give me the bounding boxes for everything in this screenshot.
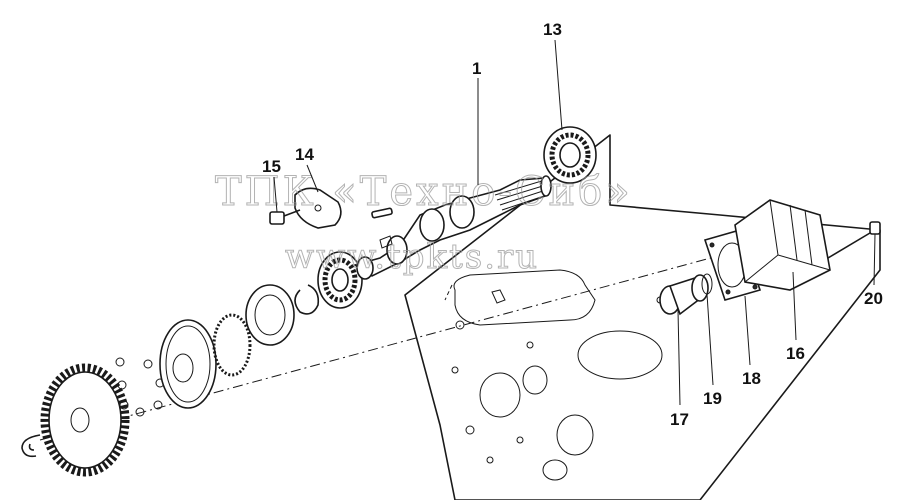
retainer-plate	[294, 187, 342, 229]
callout-1: 1	[472, 59, 481, 78]
callout-19: 19	[703, 389, 722, 408]
bearing-13	[543, 126, 597, 184]
callout-14: 14	[295, 145, 314, 164]
watermark-company: ТПК «Техно-Сиб»	[215, 169, 633, 215]
bolt-20	[827, 221, 881, 259]
camshaft	[353, 175, 552, 280]
callout-20: 20	[864, 289, 883, 308]
callout-13: 13	[543, 20, 562, 39]
needle-ring	[212, 313, 252, 377]
bearing-left	[317, 251, 363, 309]
callout-16: 16	[786, 344, 805, 363]
key	[371, 207, 393, 219]
housing-plate	[404, 134, 881, 500]
seal-ring	[245, 284, 295, 346]
callout-17: 17	[670, 410, 689, 429]
shaft-axis-line	[39, 249, 741, 441]
gear	[40, 363, 130, 477]
cover-16	[734, 199, 831, 291]
callout-15: 15	[262, 157, 281, 176]
watermark-url: www.tpkts.ru	[285, 237, 539, 277]
callout-18: 18	[742, 369, 761, 388]
snap-ring	[21, 434, 41, 458]
thrust-disc	[159, 319, 217, 409]
spring-ring	[294, 284, 320, 315]
sleeve-17	[659, 274, 709, 316]
